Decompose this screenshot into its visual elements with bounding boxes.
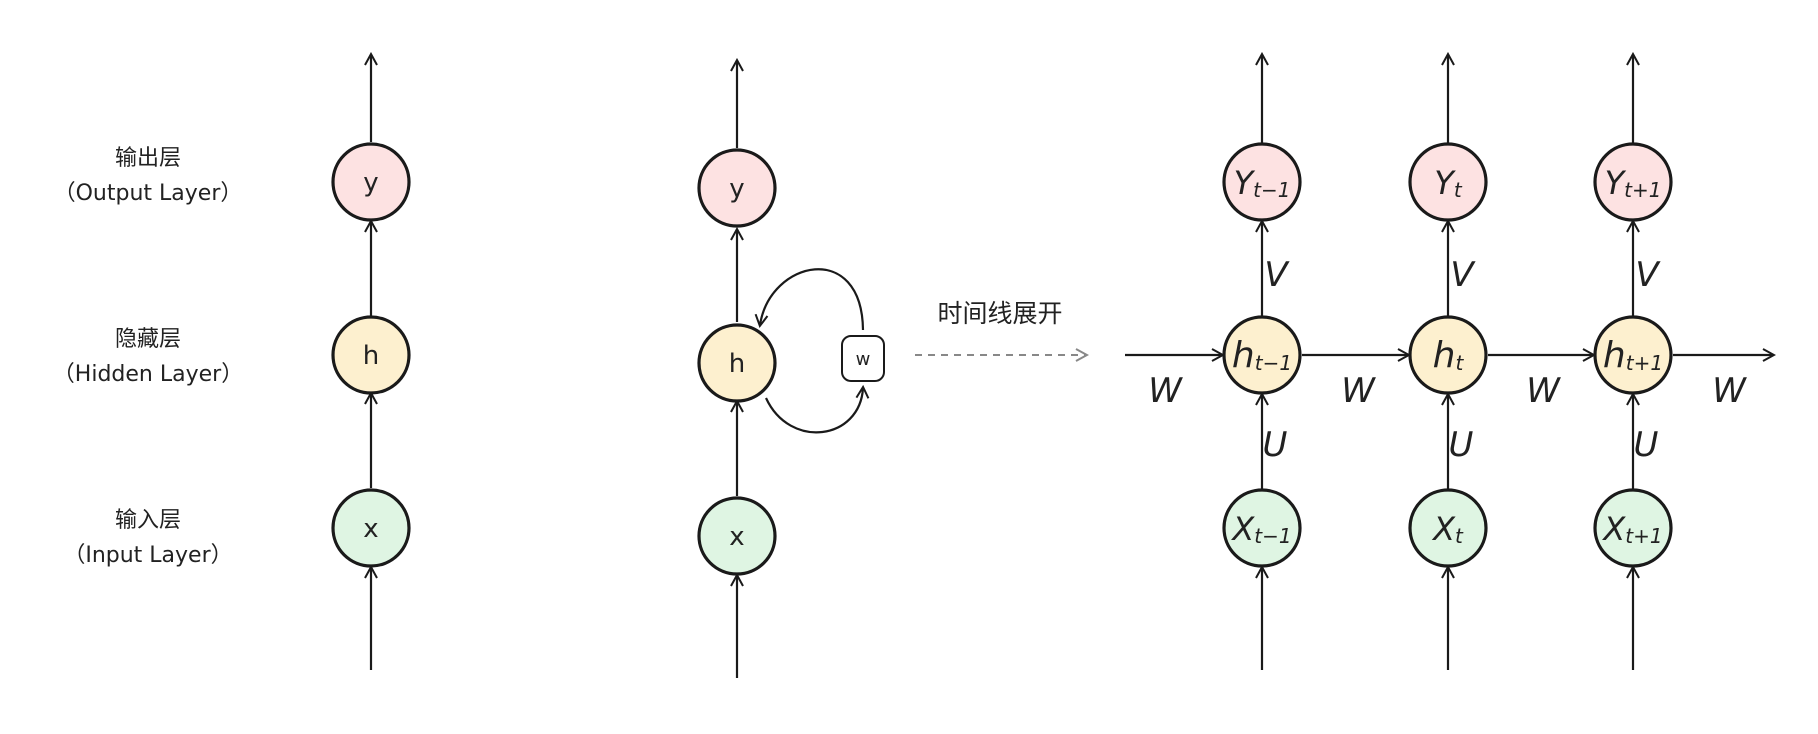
output-node-label-2-subscript: t+1 xyxy=(1624,178,1661,202)
simple-network xyxy=(331,55,411,670)
output-node-label-0-subscript: t−1 xyxy=(1253,178,1290,202)
output-node-2 xyxy=(1593,142,1673,222)
recurrent-network xyxy=(697,61,885,678)
output-node-label-2: Yt+1 xyxy=(1605,164,1662,202)
recurrent-weight-text: w xyxy=(856,349,871,370)
input-node-label-2-subscript: t+1 xyxy=(1625,524,1662,548)
rnn-output-text: y xyxy=(729,174,744,204)
input-node-label-2-base: X xyxy=(1601,510,1626,548)
hidden-node-1 xyxy=(1408,315,1488,395)
u-weight-label-2: U xyxy=(1634,425,1659,465)
input-node-label-0: Xt−1 xyxy=(1230,510,1291,548)
simple-output-text: y xyxy=(363,168,378,198)
output-node-label-0-base: Y xyxy=(1234,164,1256,202)
rnn-output-node xyxy=(697,148,777,228)
unroll-label: 时间线展开 xyxy=(937,299,1062,328)
u-weight-label-0: U xyxy=(1263,425,1288,465)
hidden-node-label-1-base: h xyxy=(1433,335,1456,376)
hidden-node-label-1-subscript: t xyxy=(1455,351,1464,375)
output-layer-label-zh: 输出层 xyxy=(115,146,181,171)
input-node-0 xyxy=(1222,488,1302,568)
w-weight-label-3: W xyxy=(1712,371,1747,411)
hidden-node-0 xyxy=(1222,315,1302,395)
input-node-2 xyxy=(1593,488,1673,568)
input-node-label-2: Xt+1 xyxy=(1601,510,1662,548)
rnn-input-node xyxy=(697,496,777,576)
simple-hidden-node xyxy=(331,315,411,395)
v-weight-label-2: V xyxy=(1635,255,1661,295)
v-weight-label-0: V xyxy=(1264,255,1290,295)
input-node-label-1-subscript: t xyxy=(1455,524,1464,548)
hidden-node-label-1: ht xyxy=(1433,335,1465,376)
w-weight-label-0: W xyxy=(1148,371,1183,411)
rnn-hidden-node xyxy=(697,323,777,403)
hidden-node-label-2: ht+1 xyxy=(1603,335,1663,376)
input-node-label-0-subscript: t−1 xyxy=(1254,524,1291,548)
layer-labels: 输出层 （Output Layer） 隐藏层 （Hidden Layer） 输入… xyxy=(53,146,243,568)
simple-hidden-text: h xyxy=(363,341,379,371)
u-weight-label-1: U xyxy=(1449,425,1474,465)
input-node-label-0-base: X xyxy=(1230,510,1255,548)
simple-input-text: x xyxy=(363,514,378,544)
output-node-1 xyxy=(1408,142,1488,222)
output-node-label-1-subscript: t xyxy=(1454,178,1463,202)
input-layer-label-en: （Input Layer） xyxy=(63,543,232,568)
simple-input-node xyxy=(331,488,411,568)
simple-output-node xyxy=(331,142,411,222)
w-weight-label-1: W xyxy=(1341,371,1376,411)
hidden-node-label-0-subscript: t−1 xyxy=(1255,351,1292,375)
input-node-1 xyxy=(1408,488,1488,568)
recurrent-loop-bottom-arrow xyxy=(765,388,863,434)
input-node-label-1: Xt xyxy=(1431,510,1464,548)
hidden-layer-label-zh: 隐藏层 xyxy=(115,327,181,352)
rnn-hidden-text: h xyxy=(729,349,745,379)
hidden-node-label-2-base: h xyxy=(1603,335,1626,376)
hidden-node-label-2-subscript: t+1 xyxy=(1626,351,1663,375)
hidden-node-label-0-base: h xyxy=(1232,335,1255,376)
recurrent-weight-box xyxy=(841,335,885,382)
input-layer-label-zh: 输入层 xyxy=(115,508,181,533)
output-node-0 xyxy=(1222,142,1302,222)
output-node-label-2-base: Y xyxy=(1605,164,1627,202)
hidden-layer-label-en: （Hidden Layer） xyxy=(53,362,243,387)
v-weight-label-1: V xyxy=(1450,255,1476,295)
input-node-label-1-base: X xyxy=(1431,510,1456,548)
output-node-label-0: Yt−1 xyxy=(1234,164,1291,202)
rnn-input-text: x xyxy=(729,522,744,552)
hidden-node-label-0: ht−1 xyxy=(1232,335,1292,376)
hidden-node-2 xyxy=(1593,315,1673,395)
w-weight-label-2: W xyxy=(1526,371,1561,411)
recurrent-loop-top-arrow xyxy=(760,268,865,331)
output-layer-label-en: （Output Layer） xyxy=(54,181,243,206)
output-node-label-1-base: Y xyxy=(1434,164,1456,202)
output-node-label-1: Yt xyxy=(1434,164,1463,202)
